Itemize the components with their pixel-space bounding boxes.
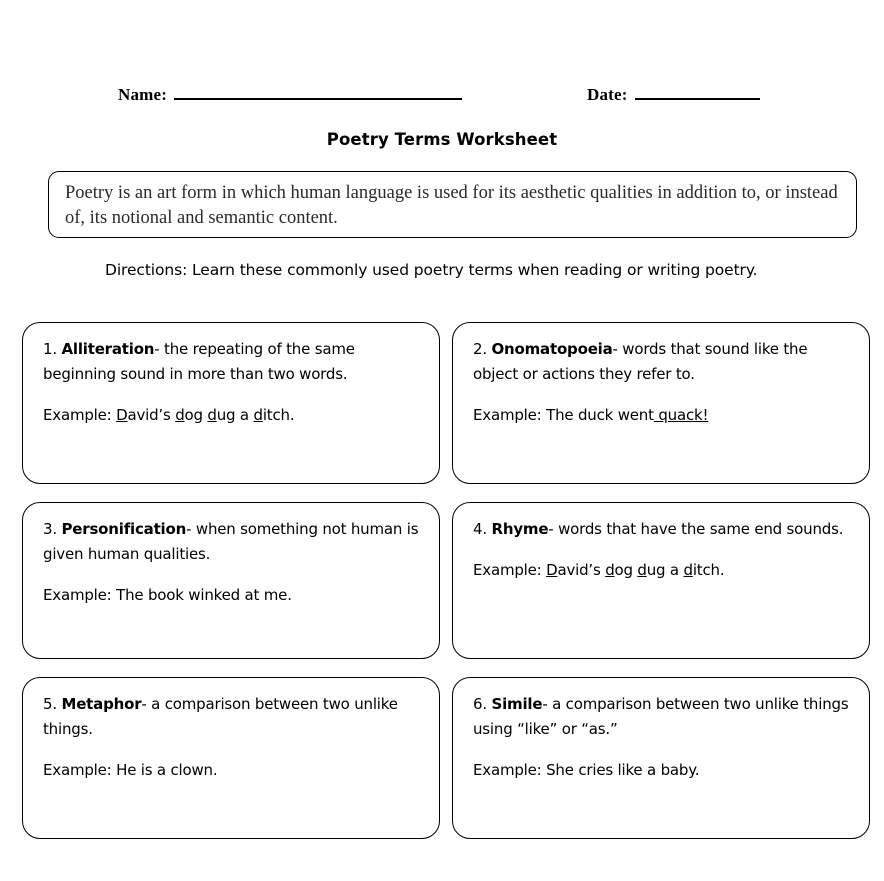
term-box-1: 1. Alliteration- the repeating of the sa…	[22, 322, 440, 484]
term-box-2: 2. Onomatopoeia- words that sound like t…	[452, 322, 870, 484]
term-box-3: 3. Personification- when something not h…	[22, 502, 440, 659]
example-label: Example:	[473, 561, 547, 579]
example-part: The duck went	[546, 406, 654, 424]
example-underlined-part: d	[175, 406, 185, 424]
term-name: Rhyme	[491, 520, 549, 538]
term-name: Simile	[491, 695, 543, 713]
example-underlined-part: d	[253, 406, 263, 424]
term-box-6: 6. Simile- a comparison between two unli…	[452, 677, 870, 839]
terms-row: 1. Alliteration- the repeating of the sa…	[22, 322, 870, 484]
term-example: Example: David’s dog dug a ditch.	[43, 403, 423, 428]
term-number: 2.	[473, 340, 492, 358]
term-name: Onomatopoeia	[491, 340, 613, 358]
example-label: Example:	[473, 406, 547, 424]
example-part: og	[184, 406, 208, 424]
term-definition-text: - words that have the same end sounds.	[548, 520, 844, 538]
example-part: The book winked at me.	[116, 586, 292, 604]
term-number: 1.	[43, 340, 62, 358]
term-definition: 6. Simile- a comparison between two unli…	[473, 692, 853, 742]
term-number: 4.	[473, 520, 492, 538]
example-underlined-part: D	[546, 561, 558, 579]
example-part: avid’s	[127, 406, 176, 424]
term-example: Example: The duck went quack!	[473, 403, 853, 428]
name-label: Name:	[118, 85, 168, 104]
date-label: Date:	[587, 85, 628, 104]
term-name: Personification	[61, 520, 187, 538]
date-field[interactable]: Date:	[587, 84, 760, 105]
example-part: avid’s	[557, 561, 606, 579]
term-definition-text: - a comparison between two unlike things…	[43, 695, 398, 738]
example-label: Example:	[473, 761, 547, 779]
example-part: ug a	[646, 561, 684, 579]
example-underlined-part: d	[683, 561, 693, 579]
term-definition: 5. Metaphor- a comparison between two un…	[43, 692, 423, 742]
term-definition-text: - the repeating of the same beginning so…	[43, 340, 355, 383]
term-definition: 4. Rhyme- words that have the same end s…	[473, 517, 853, 542]
example-part: og	[614, 561, 638, 579]
example-underlined-part: D	[116, 406, 128, 424]
example-underlined-part: d	[605, 561, 615, 579]
term-example: Example: David’s dog dug a ditch.	[473, 558, 853, 583]
term-definition-text: - words that sound like the object or ac…	[473, 340, 808, 383]
example-part: itch.	[262, 406, 295, 424]
example-label: Example:	[43, 586, 117, 604]
term-name: Metaphor	[61, 695, 142, 713]
term-number: 5.	[43, 695, 62, 713]
directions-text: Directions: Learn these commonly used po…	[105, 261, 758, 279]
example-underlined-part: d	[207, 406, 217, 424]
name-input-blank[interactable]	[174, 84, 463, 100]
page-title: Poetry Terms Worksheet	[326, 130, 558, 149]
term-box-4: 4. Rhyme- words that have the same end s…	[452, 502, 870, 659]
example-label: Example:	[43, 761, 117, 779]
terms-row: 5. Metaphor- a comparison between two un…	[22, 677, 870, 839]
term-definition: 1. Alliteration- the repeating of the sa…	[43, 337, 423, 387]
term-number: 3.	[43, 520, 62, 538]
term-box-5: 5. Metaphor- a comparison between two un…	[22, 677, 440, 839]
term-definition: 2. Onomatopoeia- words that sound like t…	[473, 337, 853, 387]
example-part: She cries like a baby.	[546, 761, 700, 779]
example-part: itch.	[692, 561, 725, 579]
term-name: Alliteration	[61, 340, 155, 358]
date-input-blank[interactable]	[634, 84, 760, 100]
name-field[interactable]: Name:	[118, 84, 463, 105]
example-part: He is a clown.	[116, 761, 218, 779]
term-definition: 3. Personification- when something not h…	[43, 517, 423, 567]
terms-grid: 1. Alliteration- the repeating of the sa…	[22, 322, 870, 857]
worksheet-header: Name: Date:	[0, 84, 884, 112]
term-example: Example: He is a clown.	[43, 758, 423, 783]
term-number: 6.	[473, 695, 492, 713]
example-label: Example:	[43, 406, 117, 424]
example-part: ug a	[216, 406, 254, 424]
term-definition-text: - a comparison between two unlike things…	[473, 695, 849, 738]
example-underlined-part: d	[637, 561, 647, 579]
example-underlined-part: quack!	[653, 406, 709, 424]
description-text: Poetry is an art form in which human lan…	[65, 183, 838, 228]
description-box: Poetry is an art form in which human lan…	[48, 171, 857, 238]
term-definition-text: - when something not human is given huma…	[43, 520, 419, 563]
terms-row: 3. Personification- when something not h…	[22, 502, 870, 659]
term-example: Example: She cries like a baby.	[473, 758, 853, 783]
term-example: Example: The book winked at me.	[43, 583, 423, 608]
